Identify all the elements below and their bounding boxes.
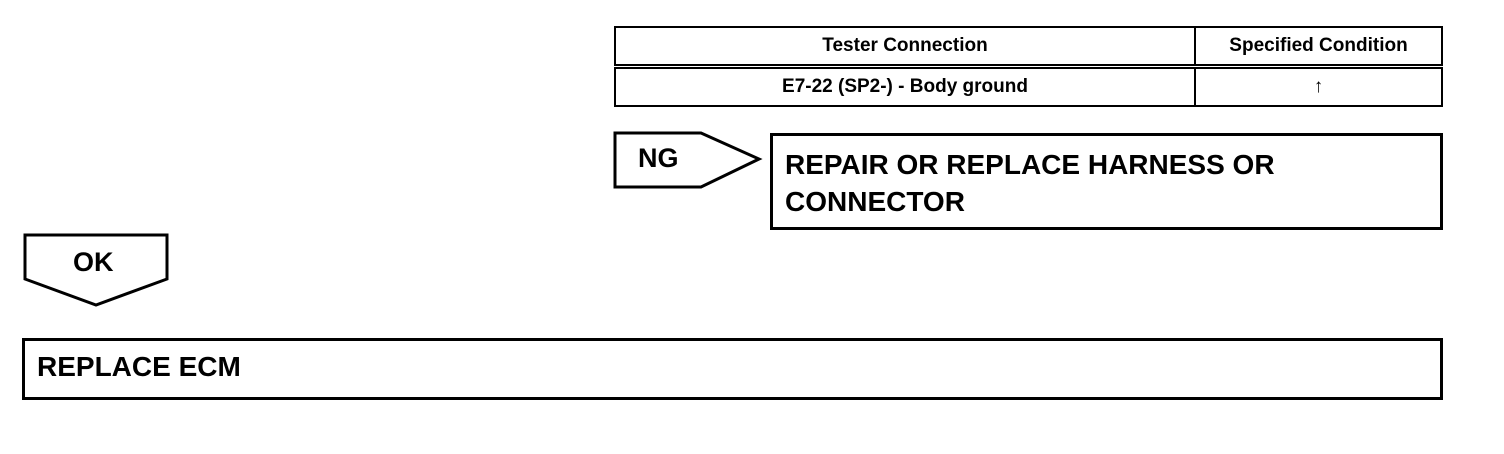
ng-arrow-shape [613,131,763,189]
table-row: E7-22 (SP2-) - Body ground ↑ [614,65,1443,107]
header-tester-connection: Tester Connection [614,26,1196,69]
ok-arrow-shape [23,233,169,307]
cell-specified-condition: ↑ [1194,65,1443,107]
tester-spec-table: Tester Connection Specified Condition E7… [614,26,1443,107]
cell-tester-connection: E7-22 (SP2-) - Body ground [614,65,1196,107]
ok-result-box: REPLACE ECM [22,338,1443,400]
ok-result-text: REPLACE ECM [37,351,241,382]
ng-result-box: REPAIR OR REPLACE HARNESS OR CONNECTOR [770,133,1443,230]
ok-label: OK [73,247,114,277]
header-specified-condition: Specified Condition [1194,26,1443,69]
ng-result-text: REPAIR OR REPLACE HARNESS OR CONNECTOR [785,149,1275,217]
table-header-row: Tester Connection Specified Condition [614,26,1443,69]
ng-label: NG [638,143,679,173]
